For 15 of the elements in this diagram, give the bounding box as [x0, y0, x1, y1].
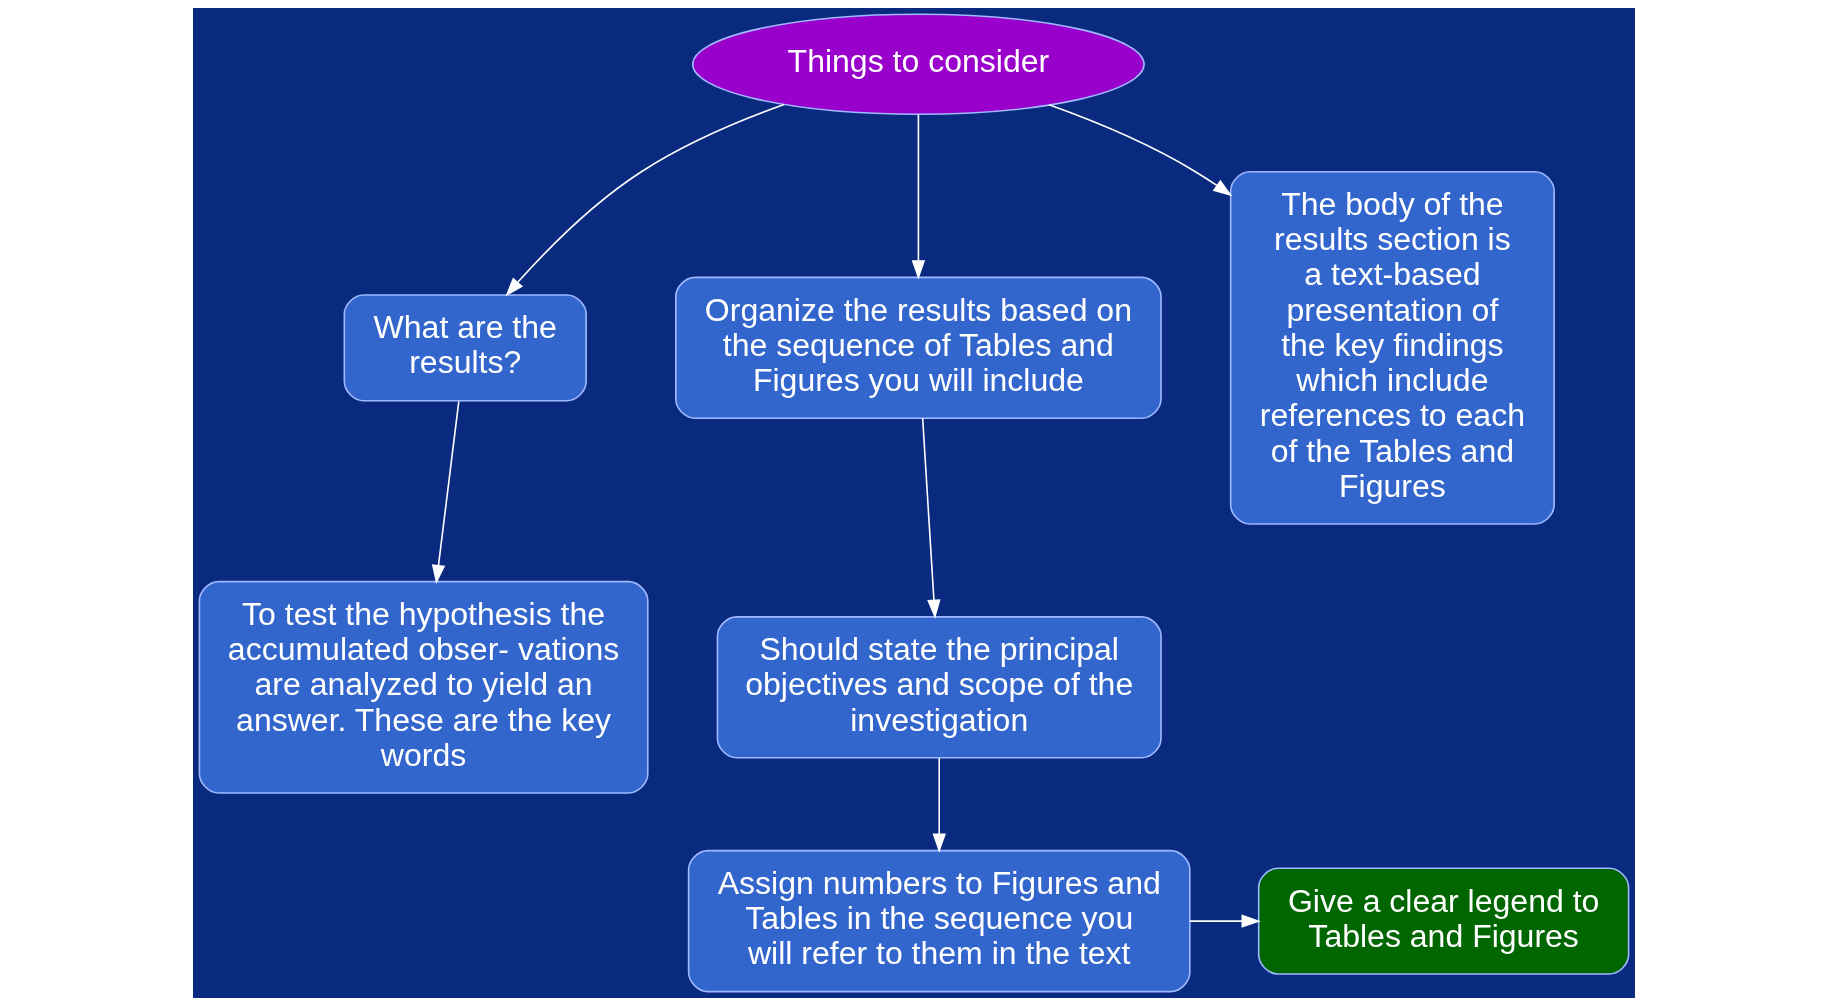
node-box: What are the results?: [343, 294, 587, 402]
node-box: Give a clear legend to Tables and Figures: [1257, 867, 1630, 975]
node-ellipse: Things to consider: [691, 13, 1145, 116]
arrow: [505, 103, 785, 297]
node-box: To test the hypothesis the accumulated obser- vations are analyzed to yield an answer. These are the key words: [198, 580, 649, 794]
node-box: Should state the principal objectives and scope of the investigation: [716, 616, 1162, 759]
arrow: [1048, 104, 1233, 197]
node-box: Organize the results based on the sequence of Tables and Figures you will include: [675, 276, 1162, 420]
arrow: [431, 400, 460, 585]
node-box: The body of the results section is a text-based presentation of the key findings which include references to each of the Tables and Figures: [1229, 170, 1555, 525]
arrow: [911, 113, 926, 280]
arrow: [921, 417, 941, 619]
arrow: [932, 757, 946, 853]
arrow: [1189, 914, 1261, 928]
node-box: Assign numbers to Figures and Tables in the sequence you will refer to them in the text: [687, 849, 1191, 993]
